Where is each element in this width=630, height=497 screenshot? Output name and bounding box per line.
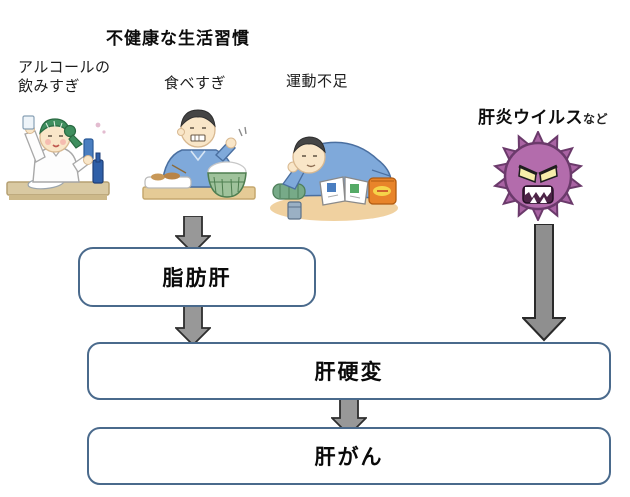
arrow-down-fatty-liver-to-cirrhosis-icon [175,306,211,346]
arrow-down-causes-to-fatty-liver-icon [175,216,211,254]
virus-label-suffix: など [583,112,609,126]
hepatitis-virus-illustration [492,131,584,221]
virus-label-main: 肝炎ウイルス [478,108,583,128]
cause-label-alcohol: アルコールの 飲みすぎ [18,58,111,95]
lazy-person-illustration [270,136,398,221]
arrow-down-virus-to-cirrhosis-icon [522,224,566,342]
stage-box-cirrhosis: 肝硬変 [87,342,611,400]
stage-label-cirrhosis: 肝硬変 [314,360,384,384]
virus-label: 肝炎ウイルスなど [478,103,608,128]
stage-box-liver-cancer: 肝がん [87,427,611,485]
stage-label-fatty-liver: 脂肪肝 [162,266,232,290]
diagram-title: 不健康な生活習慣 [106,29,250,49]
stage-label-liver-cancer: 肝がん [314,445,384,469]
drinking-person-illustration [6,115,110,200]
overeating-person-illustration [142,109,256,200]
cause-label-overeating: 食べすぎ [164,74,227,92]
stage-box-fatty-liver: 脂肪肝 [78,247,316,307]
cause-label-no-exercise: 運動不足 [286,72,349,90]
